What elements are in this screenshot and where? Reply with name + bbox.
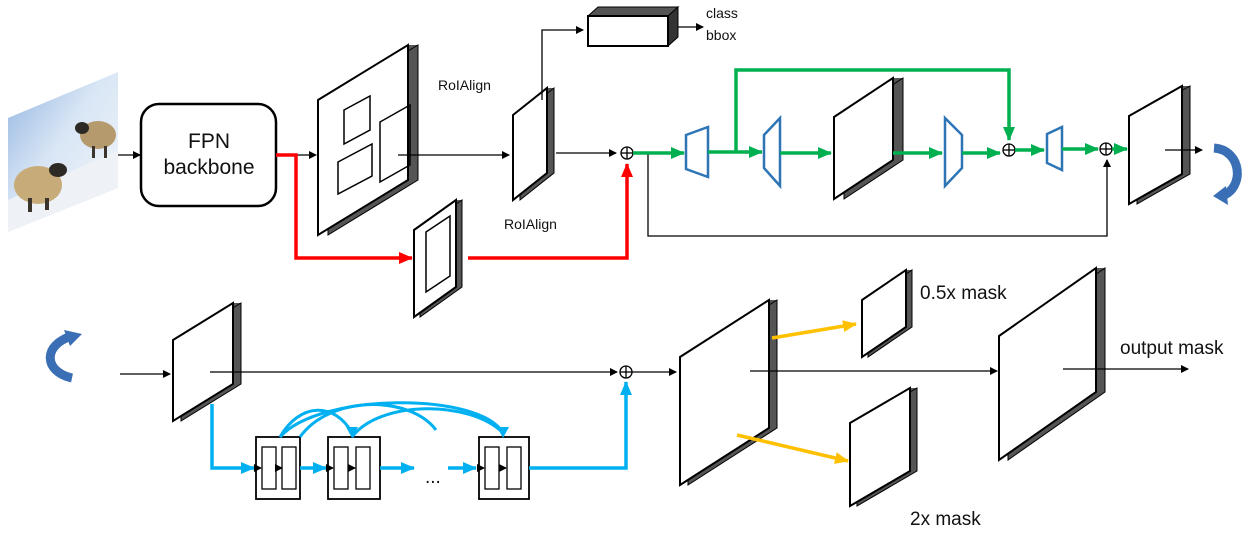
refine-skip-arrow xyxy=(734,68,1015,152)
double-mask-label: 2x mask xyxy=(910,509,981,529)
refined-feature-map xyxy=(1128,84,1191,206)
downsample-block xyxy=(684,125,710,179)
head-bbox-label: bbox xyxy=(706,27,736,43)
feature-map-with-rois xyxy=(317,43,419,237)
sum-node xyxy=(1099,142,1113,156)
output-feature-map xyxy=(998,266,1106,462)
sum-node xyxy=(619,365,633,379)
curved-loop-arrow-icon xyxy=(1213,143,1242,205)
fpn-backbone-block: FPN backbone xyxy=(139,102,278,208)
dense-path-arrow xyxy=(210,404,255,474)
backbone-label-line2: backbone xyxy=(163,156,254,179)
dense-block xyxy=(254,436,301,500)
small-roi-feature xyxy=(413,198,463,319)
dense-connections xyxy=(278,401,505,438)
double-mask-output xyxy=(849,386,918,508)
roi-box xyxy=(379,103,411,184)
upsample-block xyxy=(1045,125,1064,172)
half-mask-arrow xyxy=(771,320,857,340)
skip-connection-arrow xyxy=(647,153,1111,237)
dense-path-to-sum xyxy=(529,381,632,470)
head-class-label: class xyxy=(706,5,738,21)
fused-feature-map xyxy=(679,298,778,487)
box-head-block xyxy=(586,5,680,48)
roialign-bottom-label: RoIAlign xyxy=(504,216,557,232)
upsample-block xyxy=(943,114,964,190)
roi-feature-map xyxy=(512,85,555,203)
roi-box xyxy=(337,142,373,196)
input-image xyxy=(8,72,118,232)
refine-feature-map xyxy=(833,76,904,201)
dense-block xyxy=(326,436,381,500)
half-mask-label: 0.5x mask xyxy=(920,283,1007,304)
fusion-path-to-small-roi xyxy=(276,153,413,264)
roi-box xyxy=(343,94,371,146)
downsample-block xyxy=(762,114,782,190)
roialign-top-label: RoIAlign xyxy=(438,77,491,93)
dense-block xyxy=(477,436,530,500)
double-mask-arrow xyxy=(736,433,849,464)
ellipsis-label: ... xyxy=(425,467,441,488)
row2-input-feature xyxy=(172,301,242,423)
sum-node xyxy=(1002,143,1016,157)
half-mask-output xyxy=(861,268,913,359)
sum-node xyxy=(620,146,634,160)
to-box-head-arrow xyxy=(541,26,584,100)
backbone-label-line1: FPN xyxy=(188,130,230,153)
output-mask-label: output mask xyxy=(1120,338,1224,359)
curved-loop-arrow-icon xyxy=(45,330,82,383)
fusion-path-to-sum xyxy=(468,163,633,260)
